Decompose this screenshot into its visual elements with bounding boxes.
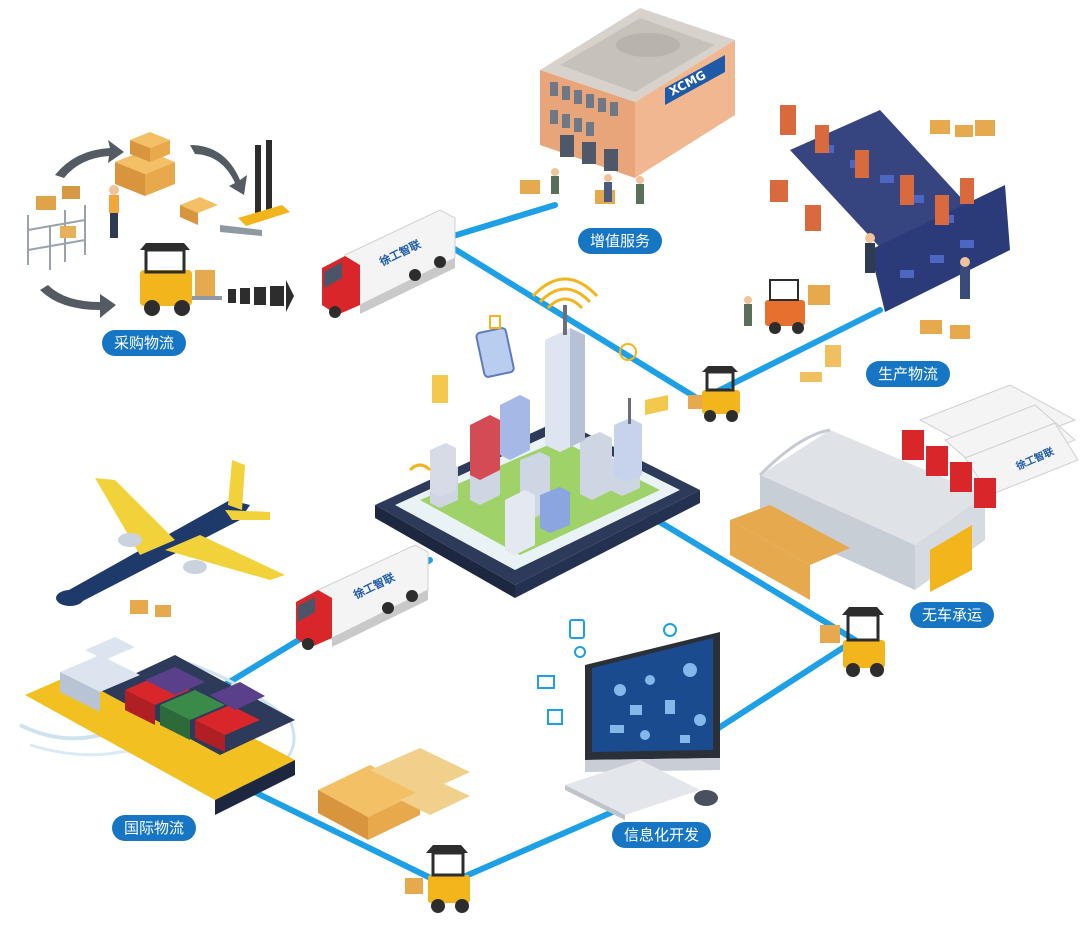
truck-middle-icon: 徐工智联: [296, 544, 429, 650]
production-label-holder: 生产物流: [866, 361, 951, 387]
floating-app-icons: [537, 619, 677, 725]
smart-city-tablet-icon: [375, 277, 700, 598]
carless-label: 无车承运: [910, 602, 995, 628]
warehouse-workers-icon: [520, 168, 644, 204]
cargo-ship-icon: [19, 637, 296, 815]
truck-top-icon: 徐工智联: [322, 209, 456, 318]
value-added-label: 增值服务: [578, 228, 663, 254]
route-forklift-to-ship: [237, 782, 448, 888]
route-it-to-forklift: [442, 797, 643, 888]
production-forklift-icon: [744, 279, 841, 382]
factory-building-icon: XCMG: [540, 8, 735, 178]
airplane-icon: [56, 460, 285, 617]
carless-label-holder: 无车承运: [910, 602, 995, 628]
forklift-bottom-icon: [405, 845, 470, 913]
shelf-rack-icon: [27, 186, 86, 270]
pallet-stacker-icon: [220, 140, 290, 236]
forklift-hub-icon: [688, 366, 740, 422]
procurement-cluster: [27, 132, 294, 318]
dashed-arrow-icon: [228, 280, 294, 312]
warehouse-hangar-trucks-icon: 徐工智联: [730, 384, 1079, 600]
international-label: 国际物流: [112, 815, 197, 841]
route-carless-to-it: [697, 637, 858, 743]
it-dev-label-holder: 信息化开发: [612, 822, 712, 848]
forklift-icon: [140, 243, 222, 316]
box-pile-icon: [115, 132, 218, 225]
procurement-label-holder: 采购物流: [102, 330, 187, 356]
robot-assembly-line-icon: [770, 105, 1010, 339]
procurement-label: 采购物流: [102, 330, 187, 356]
route-hub-to-production: [697, 307, 883, 403]
international-label-holder: 国际物流: [112, 815, 197, 841]
value-added-label-holder: 增值服务: [578, 228, 663, 254]
pallet-stack-icon: [318, 748, 470, 840]
route-hub-to-carless: [637, 507, 858, 643]
forklift-right-icon: [820, 607, 885, 677]
production-label: 生产物流: [866, 361, 951, 387]
worker-figure-icon: [109, 185, 119, 238]
cycle-arrow-icon: [40, 140, 247, 318]
computer-monitor-icon: [565, 632, 720, 820]
it-dev-label: 信息化开发: [612, 822, 712, 848]
